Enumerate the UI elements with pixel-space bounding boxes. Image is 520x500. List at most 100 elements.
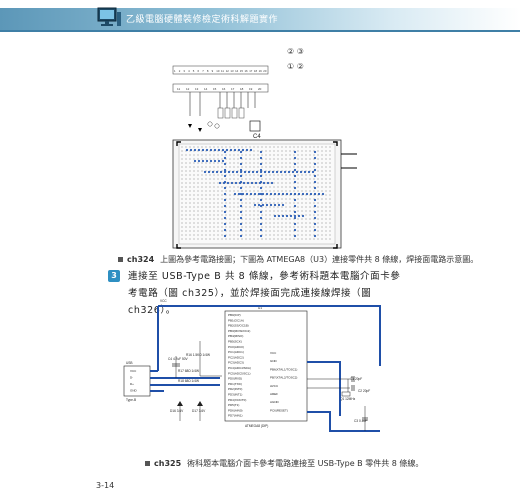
pin-number-top: 20 [263, 69, 267, 73]
chip-pin-label: AVCC [270, 384, 279, 388]
chip-pin-label: AREF [270, 392, 278, 396]
step-number: 3 [108, 270, 120, 282]
chip-pin-label: PC3(ADC3) [228, 361, 244, 365]
figure-caption-ch325: ch325 術科題本電腦介面卡參考電路連接至 USB-Type B 零件共 8 條… [145, 458, 423, 469]
chip-pin-label: PC5(ADC5/SCL) [228, 371, 251, 375]
pin-number-bottom: 19 [249, 87, 253, 91]
side-connector [341, 153, 357, 169]
pin-number-top: 12 [226, 69, 230, 73]
chip-pin-label: PD6(AIN0) [228, 408, 243, 412]
chip-pin-label: PB2(SS/OC1B) [228, 324, 249, 328]
chip-pin-label: PC2(ADC2) [228, 355, 244, 359]
pin-number-top: 5 [193, 69, 195, 73]
caption-square-icon [118, 257, 123, 262]
schematic-wires [175, 341, 366, 431]
usb-pin-label: D+ [130, 382, 134, 386]
pin-number-top: 1 [174, 69, 176, 73]
usb-pin-label: D- [130, 376, 133, 380]
chip-pin-label: PC6(RESET) [270, 408, 288, 412]
caption-id: ch325 [154, 459, 182, 468]
usb-type-label: Type-B [126, 398, 136, 402]
pin-number-bottom: 12 [186, 87, 190, 91]
pin-number-bottom: 20 [258, 87, 262, 91]
circled-marks-row2: ① ② [287, 62, 304, 71]
caption-text: 術科題本電腦介面卡參考電路連接至 USB-Type B 零件共 8 條線。 [187, 459, 424, 468]
chip-pin-label: VCC [270, 351, 277, 355]
component-c4: C4 [249, 120, 261, 140]
chip-left-pins: PB0(ICP)PB1(OC1A) PB2(SS/OC1B)PB3(MOSI/OC… [228, 313, 251, 418]
chip-ref: U1 [258, 306, 262, 310]
pin-number-top: 16 [245, 69, 249, 73]
pin-number-bottom: 17 [231, 87, 235, 91]
usb-pin-label: VCC [130, 369, 137, 373]
caption-text: 上圖為參考電路接圖；下圖為 ATMEGA8（U3）連接零件共 8 條線，焊接面電… [160, 255, 479, 264]
usb-connection-wires [150, 305, 381, 432]
chip-pin-label: PB3(MOSI/OC2) [228, 329, 250, 333]
pin-number-top: 15 [240, 69, 244, 73]
usb-schematic-figure: VCC U1 ATMEGA8 (DIP) PB0(ICP)PB1(OC1A)PB… [123, 299, 381, 432]
figure-caption-ch324: ch324 上圖為參考電路接圖；下圖為 ATMEGA8（U3）連接零件共 8 條線… [118, 254, 478, 265]
r17-label: R17 68Ω 1/4W [178, 369, 199, 373]
computer-icon [97, 7, 121, 26]
header-title: 乙級電腦硬體裝修檢定術科解題實作 [126, 15, 279, 25]
chip-pin-label: PB5(SCK) [228, 340, 242, 344]
chip-pin-label: AGND [270, 400, 280, 404]
pin-number-bottom: 11 [177, 87, 180, 91]
atmega8-chip [224, 310, 308, 422]
c2-label: C2 20pF [358, 389, 370, 393]
r18-label: R18 68Ω 1/4W [178, 379, 199, 383]
pin-number-top: 8 [207, 69, 209, 73]
step-paragraph: 連接至 USB-Type B 共 8 條線，參考術科題本電腦介面卡參考電路（圖 … [128, 271, 401, 316]
zener-diodes [177, 401, 203, 406]
pin-number-top: 3 [183, 69, 185, 73]
chip-pin-label: PD2(INT0) [228, 387, 242, 391]
pin-number-top: 13 [230, 69, 234, 73]
svg-text:C4: C4 [253, 134, 261, 140]
chip-pin-label: PB7(XTAL2/TOSC2) [270, 376, 297, 380]
crystal-q1 [341, 391, 351, 397]
pin-number-top: 7 [202, 69, 204, 73]
c4-label: C4 4.7uF 50V [168, 357, 189, 361]
pin-number-bottom: 15 [213, 87, 217, 91]
caption-square-icon [145, 461, 150, 466]
chip-pin-label: PD3(INT1) [228, 393, 242, 397]
chip-pin-label: PB0(ICP) [228, 313, 241, 317]
r16-label: R16 1.5KΩ 1/4W [186, 353, 210, 357]
caption-id: ch324 [127, 255, 155, 264]
circled-marks-row1: ② ③ [287, 47, 304, 56]
pin-number-bottom: 16 [222, 87, 226, 91]
usb-pin-label: GND [130, 389, 138, 393]
chip-pin-label: PB1(OC1A) [228, 318, 244, 322]
chip-pin-label: PD5(T1) [228, 403, 239, 407]
c1-label: C1 20pF [350, 377, 362, 381]
chip-pin-label: GND [270, 359, 278, 363]
chip-pin-label: PD1(TXD) [228, 382, 242, 386]
vcc-label: VCC [160, 299, 167, 303]
pin-number-top: 11 [221, 69, 224, 73]
d17-label: D17 3.6V [192, 409, 206, 413]
header-band [0, 8, 520, 30]
page-number: 3-14 [96, 481, 115, 490]
pin-number-top: 17 [249, 69, 253, 73]
chip-pin-label: PD4(XCK/T0) [228, 398, 246, 402]
chip-part: ATMEGA8 (DIP) [245, 424, 268, 428]
chip-pin-label: PD0(RXD) [228, 377, 242, 381]
usb-connector [123, 365, 151, 397]
chip-pin-label: PB6(XTAL1/TOSC1) [270, 367, 297, 371]
chip-pin-label: PC0(ADC0) [228, 345, 244, 349]
indicator-arrows [188, 124, 202, 132]
chip-pin-label: PC4(ADC4/SDA) [228, 366, 251, 370]
capacitors [172, 363, 368, 421]
chip-pin-label: PD7(AIN1) [228, 414, 243, 418]
pin-number-top: 6 [198, 69, 200, 73]
pin-number-bottom: 18 [240, 87, 244, 91]
pin-number-top: 10 [216, 69, 220, 73]
header-rule [0, 30, 520, 32]
crystal-label: Q1 12MHz [340, 397, 356, 401]
chip-pin-label: PC1(ADC1) [228, 350, 244, 354]
c3-label: C3 0.1uF [354, 419, 367, 423]
pin-number-bottom: 13 [195, 87, 199, 91]
